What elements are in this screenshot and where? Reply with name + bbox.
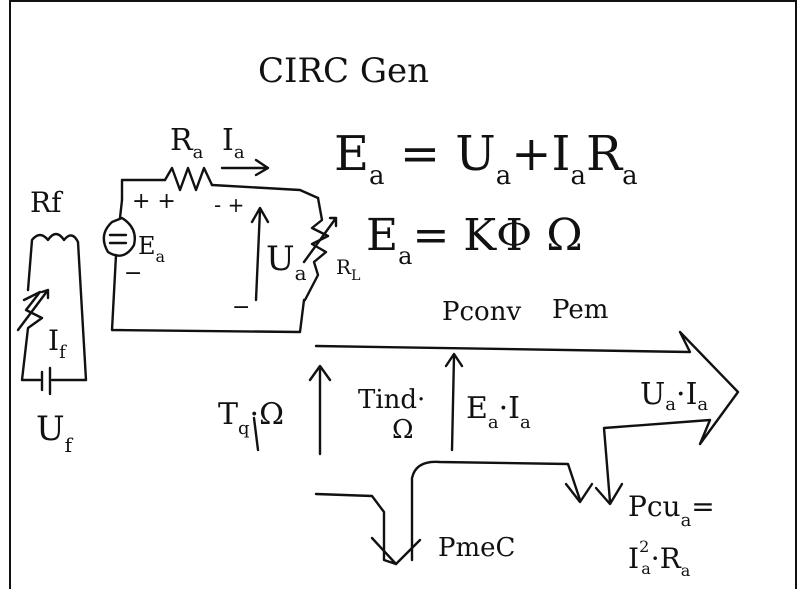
label-uf: Uf [36, 409, 74, 457]
power-flow: Pconv Pem Tq·Ω Tind· Ω Ea·Ia Ua·Ia PmeC … [218, 295, 740, 580]
flow-pmec-path [410, 460, 582, 562]
flow-divider-2 [444, 352, 464, 452]
label-ua: Ua [266, 239, 307, 285]
ua-arrow [250, 206, 270, 302]
label-tind-omega: Ω [392, 415, 414, 445]
label-rl: RL [336, 255, 360, 284]
equation-ea-ua: Ea = Ua+IaRa [334, 126, 638, 191]
label-tq-omega: Tq·Ω [218, 397, 284, 439]
flow-pcu-arrowhead [594, 482, 624, 506]
label-ia: Ia [222, 123, 245, 163]
load-rl-arrow [302, 216, 338, 264]
label-tind: Tind· [358, 385, 425, 415]
flow-main-arrow [314, 330, 740, 504]
title: CIRC Gen [258, 51, 429, 91]
wire-top-left [120, 178, 167, 202]
plus-marks-left: + + [132, 189, 176, 214]
board-frame [9, 0, 797, 589]
ia-arrow [220, 158, 270, 177]
source-marks [108, 233, 128, 245]
wire-bottom [110, 253, 306, 334]
tq-tail [252, 416, 260, 452]
flow-pmec-arrowhead [370, 536, 422, 566]
field-battery [40, 366, 52, 396]
plus-marks-right: - + [214, 193, 244, 217]
wire-source-top [118, 198, 124, 220]
rheostat-arrow [16, 288, 50, 332]
field-circuit: Rf If Uf [16, 186, 88, 457]
source-ea [102, 216, 136, 257]
label-ua-ia: Ua·Ia [640, 377, 708, 415]
wire-top-right [210, 183, 320, 200]
flow-pcu-arrowhead-2 [564, 482, 594, 504]
equations: Ea = Ua+IaRa Ea= KΦ Ω [334, 126, 638, 270]
label-pmec: PmeC [438, 533, 515, 563]
label-ea-ia: Ea·Ia [466, 391, 531, 433]
flow-divider-1 [308, 364, 332, 456]
minus-mark-right: − [232, 295, 250, 320]
label-ea: Ea [138, 232, 166, 266]
load-rl [303, 196, 330, 302]
equation-ea-kphi: Ea= KΦ Ω [366, 210, 583, 270]
minus-mark-left: − [124, 261, 142, 286]
field-rheostat [20, 290, 44, 382]
label-pconv: Pconv [442, 297, 521, 327]
label-if: If [48, 324, 67, 363]
label-rf: Rf [30, 186, 64, 219]
flow-pmec-arrow [314, 492, 398, 566]
field-coil [26, 232, 88, 382]
label-pem: Pem [552, 295, 608, 325]
armature-circuit: + + - + − − Ra Ia Ea Ua RL [102, 123, 360, 334]
resistor-ra [163, 166, 214, 192]
label-pcua: Pcua= [628, 490, 715, 531]
label-ra: Ra [170, 123, 204, 163]
